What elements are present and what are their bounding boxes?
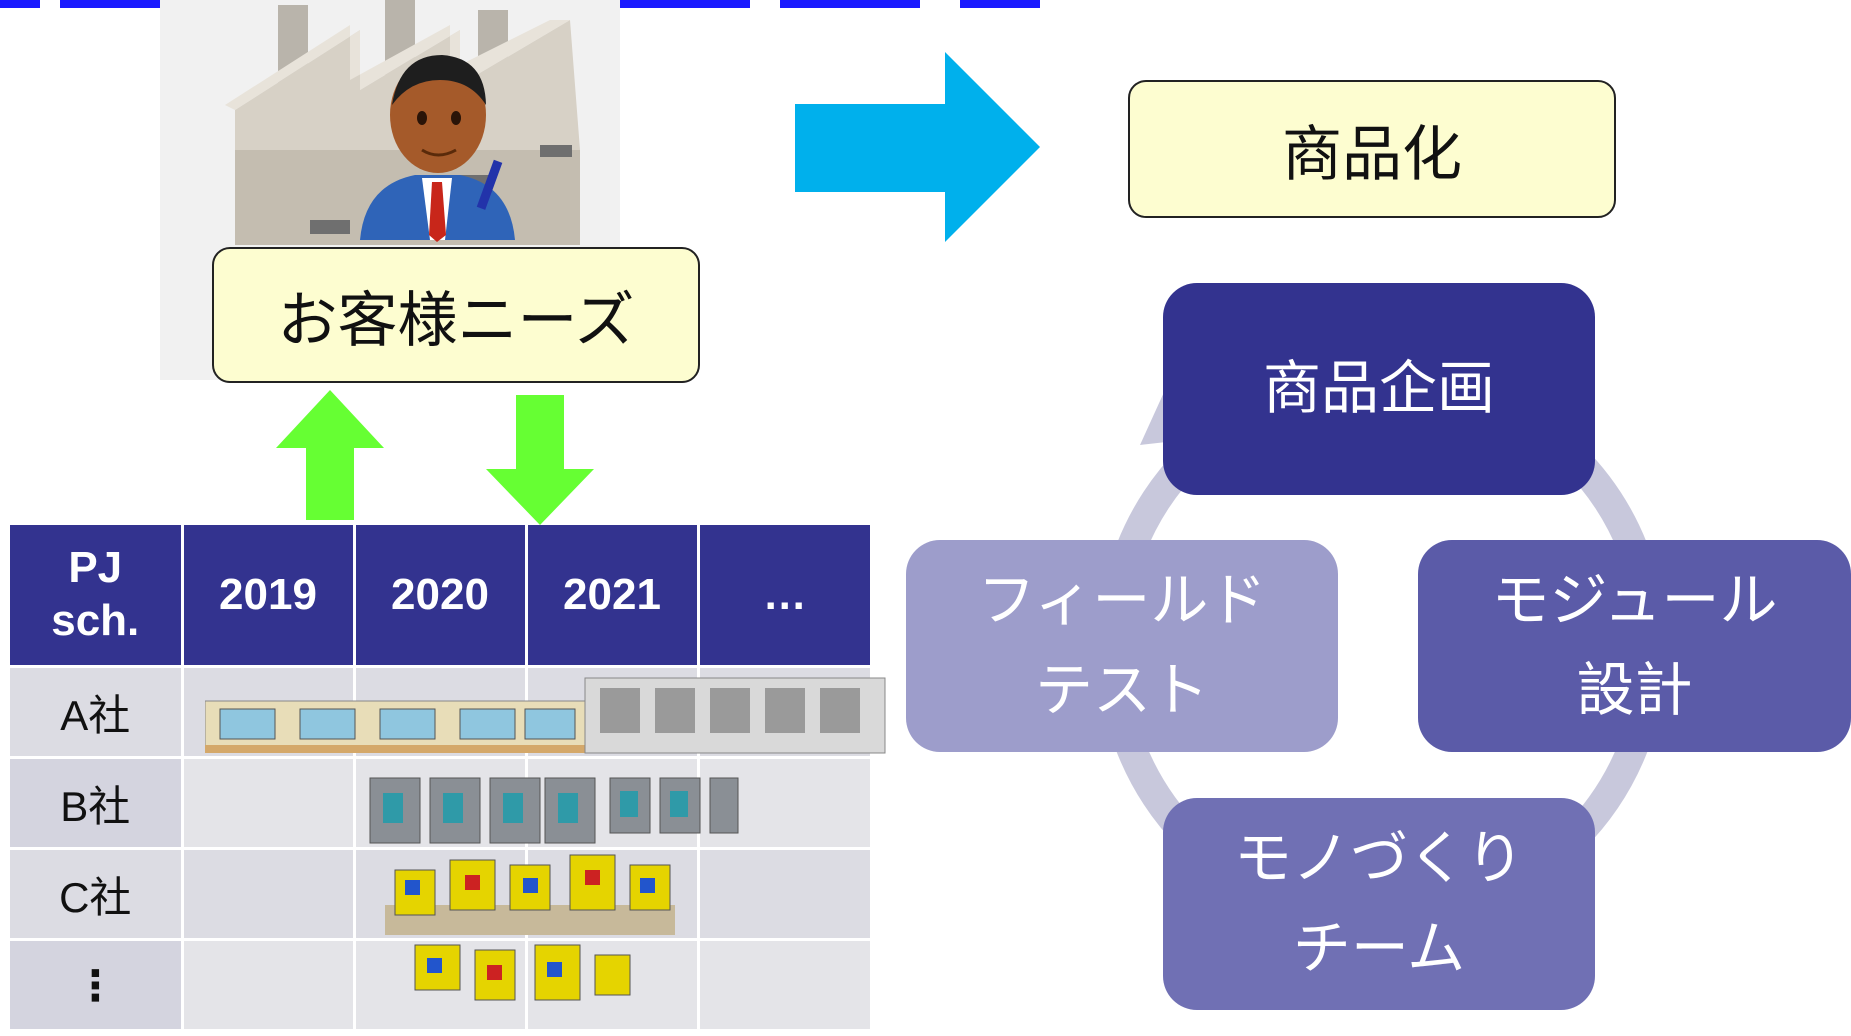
header-more: …: [698, 525, 870, 667]
header-2021: 2021: [526, 525, 700, 667]
header-pj-sch: PJ sch.: [10, 525, 184, 667]
header-2019: 2019: [182, 525, 356, 667]
table-row: A社: [10, 665, 870, 758]
down-arrow-icon: [486, 395, 594, 525]
table-row: ⋮: [10, 938, 870, 1029]
row-label: C社: [10, 847, 184, 940]
cycle-step-label: 商品企画: [1262, 354, 1495, 423]
row-label: A社: [10, 665, 184, 758]
cycle-step-manufacturing-team: モノづくり チーム: [1163, 798, 1595, 1010]
project-schedule-table: PJ sch. 2019 2020 2021 … A社 B社 C社 ⋮: [10, 525, 886, 1036]
customer-factory-illustration: [160, 0, 620, 380]
header-2020: 2020: [354, 525, 528, 667]
cycle-step-label: モノづくり チーム: [1233, 824, 1524, 982]
commercialization-label: 商品化: [1282, 119, 1462, 190]
table-row: B社: [10, 756, 870, 849]
row-label: B社: [10, 756, 184, 849]
right-arrow-icon: [795, 52, 1040, 242]
cycle-step-label: モジュール 設計: [1491, 566, 1778, 724]
cycle-step-module-design: モジュール 設計: [1418, 540, 1851, 752]
row-label: ⋮: [10, 938, 184, 1029]
customer-needs-box: お客様ニーズ: [212, 247, 700, 383]
table-row: C社: [10, 847, 870, 940]
commercialization-box: 商品化: [1128, 80, 1616, 218]
cycle-step-label: フィールド テスト: [977, 566, 1267, 724]
customer-needs-label: お客様ニーズ: [277, 285, 635, 356]
cycle-step-field-test: フィールド テスト: [906, 540, 1338, 752]
cycle-step-product-planning: 商品企画: [1163, 283, 1595, 495]
up-arrow-icon: [276, 390, 384, 520]
